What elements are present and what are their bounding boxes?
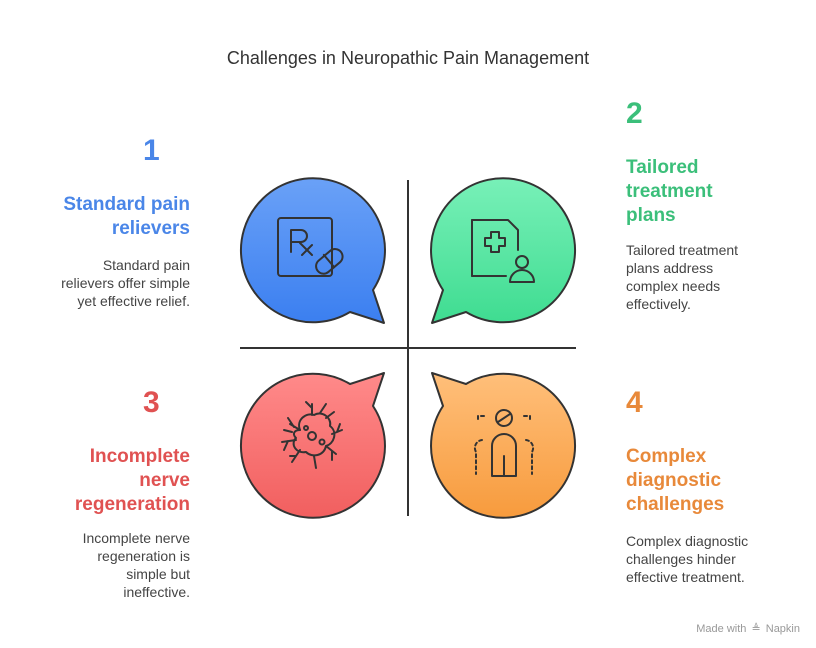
bubble-incomplete-nerve-regeneration bbox=[239, 372, 386, 519]
item-2-description: Tailored treatment plans address complex… bbox=[626, 242, 739, 312]
napkin-logo-icon: ≜ bbox=[751, 623, 761, 635]
bubble-tailored-treatment-plans bbox=[430, 177, 577, 324]
item-3-number: 3 bbox=[143, 386, 160, 419]
item-4-heading: Complex diagnostic challenges bbox=[626, 446, 725, 515]
item-1-heading: Standard pain relievers bbox=[63, 194, 190, 239]
item-3-heading: Incomplete nerve regeneration bbox=[74, 446, 190, 515]
diagnosis-person-icon bbox=[473, 409, 535, 477]
page-title: Challenges in Neuropathic Pain Managemen… bbox=[226, 48, 590, 68]
medical-record-icon bbox=[471, 219, 535, 283]
prescription-icon bbox=[277, 217, 344, 277]
item-2-heading: Tailored treatment plans bbox=[626, 157, 713, 226]
made-with-label: Made with bbox=[696, 623, 747, 635]
item-4-number: 4 bbox=[626, 386, 643, 419]
bubble-standard-pain-relievers bbox=[239, 177, 386, 324]
item-2-number: 2 bbox=[626, 97, 643, 130]
napkin-brand-label: Napkin bbox=[765, 623, 800, 635]
bubble-complex-diagnostic-challenges bbox=[430, 372, 577, 519]
nerve-cell-icon bbox=[281, 401, 343, 469]
item-1-description: Standard pain relievers offer simple yet… bbox=[61, 257, 190, 309]
item-1-number: 1 bbox=[143, 134, 160, 167]
napkin-attribution[interactable]: Made with ≜ Napkin bbox=[696, 622, 800, 635]
item-3-description: Incomplete nerve regeneration is simple … bbox=[82, 530, 190, 600]
item-4-description: Complex diagnostic challenges hinder eff… bbox=[626, 533, 749, 585]
